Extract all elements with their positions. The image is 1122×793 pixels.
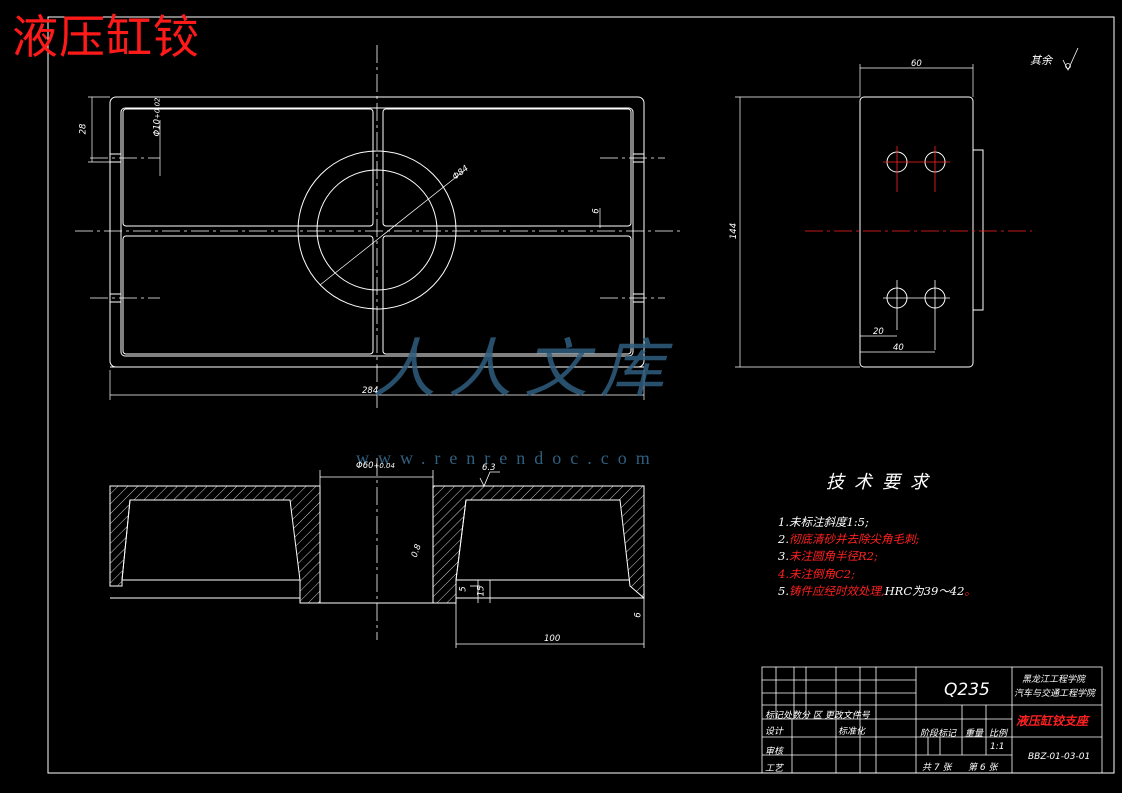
tb-school-line1: 黑龙江工程学院 bbox=[1022, 675, 1086, 685]
tb-scale: 比例 bbox=[989, 729, 1008, 739]
dim-hole-dia: Φ10+0.02 bbox=[152, 97, 163, 137]
dim-side-40: 40 bbox=[893, 343, 904, 353]
dim-side-width: 60 bbox=[911, 59, 922, 69]
tb-row-labels: 标记处数分 区 更改文件号 bbox=[765, 711, 870, 721]
watermark-url: www.renrendoc.com bbox=[356, 448, 659, 468]
tb-school-line2: 汽车与交通工程学院 bbox=[1014, 689, 1096, 699]
tech-req-3: 3.未注圆角半径R2; bbox=[778, 549, 878, 563]
tech-req-5: 5.铸件应经时效处理,HRC为39～42。 bbox=[778, 584, 976, 598]
tb-stage-mark: 阶段标记 bbox=[920, 729, 957, 739]
tb-part-name: 液压缸铰支座 bbox=[1016, 714, 1089, 728]
dim-section-5: 5 bbox=[458, 586, 469, 592]
tb-standardize: 标准化 bbox=[838, 727, 866, 737]
tech-req-4: 4.未注倒角C2; bbox=[778, 567, 855, 581]
tb-design: 设计 bbox=[765, 727, 784, 737]
drawing-title: 液压缸铰 bbox=[12, 10, 200, 64]
dim-top-left-height: 28 bbox=[78, 123, 89, 135]
tb-process: 工艺 bbox=[765, 764, 784, 774]
section-view bbox=[109, 485, 645, 604]
tb-sheets-total: 共 7 张 bbox=[922, 763, 952, 773]
surface-note: 其余 bbox=[1030, 54, 1052, 67]
dim-section-100: 100 bbox=[544, 634, 561, 644]
dim-side-height: 144 bbox=[729, 222, 740, 240]
tech-req-2: 2.彻底清砂并去除尖角毛刺; bbox=[778, 532, 920, 546]
tb-sheet-no: 第 6 张 bbox=[968, 763, 998, 773]
dim-top-length: 284 bbox=[362, 386, 379, 396]
tb-drawing-no: BBZ-01-03-01 bbox=[1028, 752, 1091, 762]
tb-material: Q235 bbox=[944, 680, 990, 700]
dim-roughness-top: 6.3 bbox=[482, 463, 496, 473]
tb-scale-value: 1:1 bbox=[990, 742, 1005, 752]
tech-req-title: 技术要求 bbox=[826, 472, 938, 493]
dim-section-15: 15 bbox=[476, 585, 487, 597]
dim-rib-width: 6 bbox=[591, 208, 602, 214]
title-block-grid bbox=[761, 666, 1103, 774]
tech-req-1: 1.未标注斜度1:5; bbox=[778, 515, 869, 529]
dim-section-bore: Φ60+0.04 bbox=[356, 461, 395, 471]
dim-side-20: 20 bbox=[873, 327, 884, 337]
tb-weight: 重量 bbox=[965, 729, 984, 739]
watermark-logo: 人人文库 bbox=[372, 333, 676, 407]
tb-review: 审核 bbox=[765, 747, 784, 757]
dim-section-6: 6 bbox=[633, 612, 644, 618]
drawing-border bbox=[47, 16, 1115, 774]
